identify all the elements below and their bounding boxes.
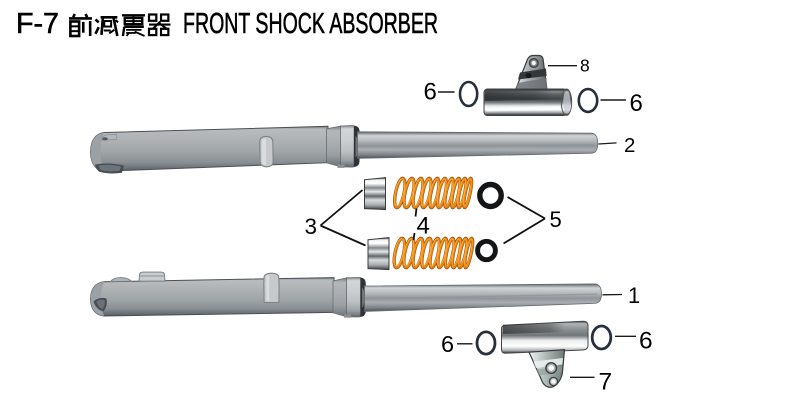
svg-text:6: 6: [639, 328, 653, 355]
svg-text:6: 6: [424, 79, 437, 106]
svg-text:1: 1: [628, 283, 640, 308]
svg-text:4: 4: [417, 212, 430, 239]
svg-text:FRONT SHOCK ABSORBER: FRONT SHOCK ABSORBER: [183, 8, 438, 40]
svg-text:6: 6: [441, 331, 454, 357]
svg-text:3: 3: [305, 214, 318, 239]
svg-text:8: 8: [580, 55, 590, 75]
svg-text:2: 2: [624, 134, 635, 157]
svg-text:6: 6: [630, 90, 643, 117]
svg-text:5: 5: [550, 207, 562, 232]
svg-text:7: 7: [599, 369, 613, 396]
svg-text:F-7: F-7: [16, 8, 59, 40]
